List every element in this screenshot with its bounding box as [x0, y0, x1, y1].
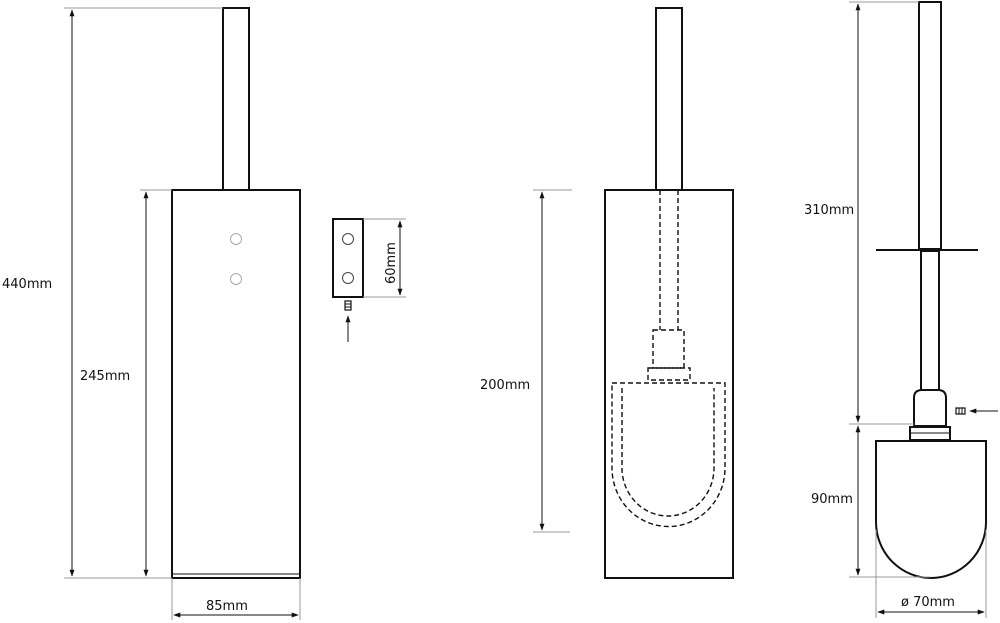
brush-handle-lower: [920, 250, 940, 391]
hidden-brush-outer: [611, 382, 726, 528]
brush-screw: [955, 407, 966, 415]
handle-top: [222, 7, 250, 191]
section-view-holder: 200mm: [480, 7, 734, 579]
dim-label-bracket-height: 60mm: [384, 242, 399, 284]
screw-hole-lower: [230, 273, 242, 285]
brush-handle-upper: [918, 1, 942, 250]
screw-hole-upper: [230, 233, 242, 245]
bracket-screw: [344, 300, 352, 311]
wall-bracket-detail: 60mm: [332, 218, 406, 342]
brush-head: [875, 440, 987, 579]
brush-ferrule: [913, 389, 947, 427]
bracket-hole-upper: [342, 233, 354, 245]
dim-label-holder-height: 245mm: [80, 369, 130, 384]
bracket-hole-lower: [342, 272, 354, 284]
section-body: [604, 189, 734, 579]
dim-label-brush-height: 90mm: [811, 492, 853, 507]
hidden-ferrule: [652, 329, 685, 369]
holder-body: [171, 189, 301, 579]
brush-view: 310mm 90mm ø 70mm: [804, 1, 998, 618]
section-handle: [655, 7, 683, 191]
dim-label-inner-depth: 200mm: [480, 378, 530, 393]
dim-label-total-height: 440mm: [2, 277, 52, 292]
hidden-brush-inner: [621, 388, 715, 517]
front-view-holder: 440mm 245mm 85mm: [2, 7, 301, 620]
dim-label-holder-width: 85mm: [206, 599, 248, 614]
dim-label-brush-diameter: ø 70mm: [901, 595, 955, 610]
bracket-plate: [332, 218, 364, 298]
dim-label-handle-length: 310mm: [804, 203, 854, 218]
